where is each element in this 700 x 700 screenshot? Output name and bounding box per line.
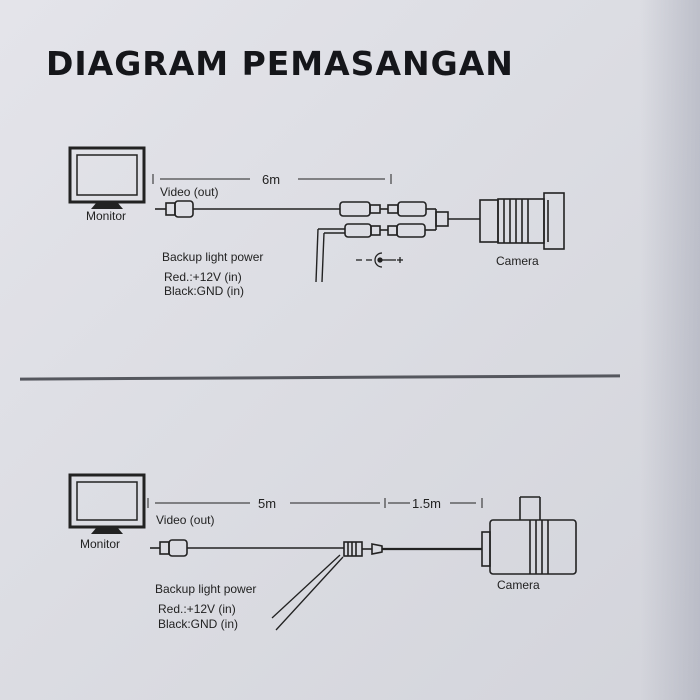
camera-icon — [481, 496, 577, 575]
length-indicator — [152, 174, 392, 184]
length-label: 5m — [258, 496, 276, 511]
cable-junction — [343, 541, 482, 557]
length-indicator — [147, 498, 483, 508]
paper-fold-shadow — [640, 0, 700, 700]
black-wire-label: Black:GND (in) — [164, 284, 244, 298]
camera-icon — [479, 192, 565, 250]
dc-power-symbol — [356, 252, 403, 268]
video-connector-pair — [339, 201, 436, 217]
red-wire-label: Red.:+12V (in) — [158, 602, 236, 616]
power-wires — [271, 554, 344, 631]
rca-plug-icon — [155, 200, 340, 218]
length-extension-label: 1.5m — [412, 496, 441, 511]
backup-light-power-label: Backup light power — [162, 250, 263, 264]
monitor-icon — [68, 146, 146, 209]
video-out-label: Video (out) — [160, 185, 218, 199]
wiring-diagram-2: Monitor 5m 1.5m Video (out) — [68, 473, 577, 631]
backup-light-power-label: Backup light power — [155, 582, 256, 596]
power-wires — [315, 228, 345, 283]
red-wire-label: Red.:+12V (in) — [164, 270, 242, 284]
rca-plug-icon — [150, 539, 344, 557]
page-title: DIAGRAM PEMASANGAN — [46, 44, 514, 83]
section-divider — [19, 374, 621, 381]
monitor-icon — [68, 473, 146, 534]
wiring-diagram-1: Monitor 6m Video (out) — [68, 146, 565, 298]
junction-box — [435, 211, 480, 227]
monitor-label: Monitor — [80, 537, 120, 551]
video-out-label: Video (out) — [156, 513, 214, 527]
power-connector-pair — [344, 209, 437, 238]
camera-label: Camera — [496, 254, 539, 268]
monitor-label: Monitor — [86, 209, 126, 223]
camera-label: Camera — [497, 578, 540, 592]
black-wire-label: Black:GND (in) — [158, 617, 238, 631]
length-label: 6m — [262, 172, 280, 187]
